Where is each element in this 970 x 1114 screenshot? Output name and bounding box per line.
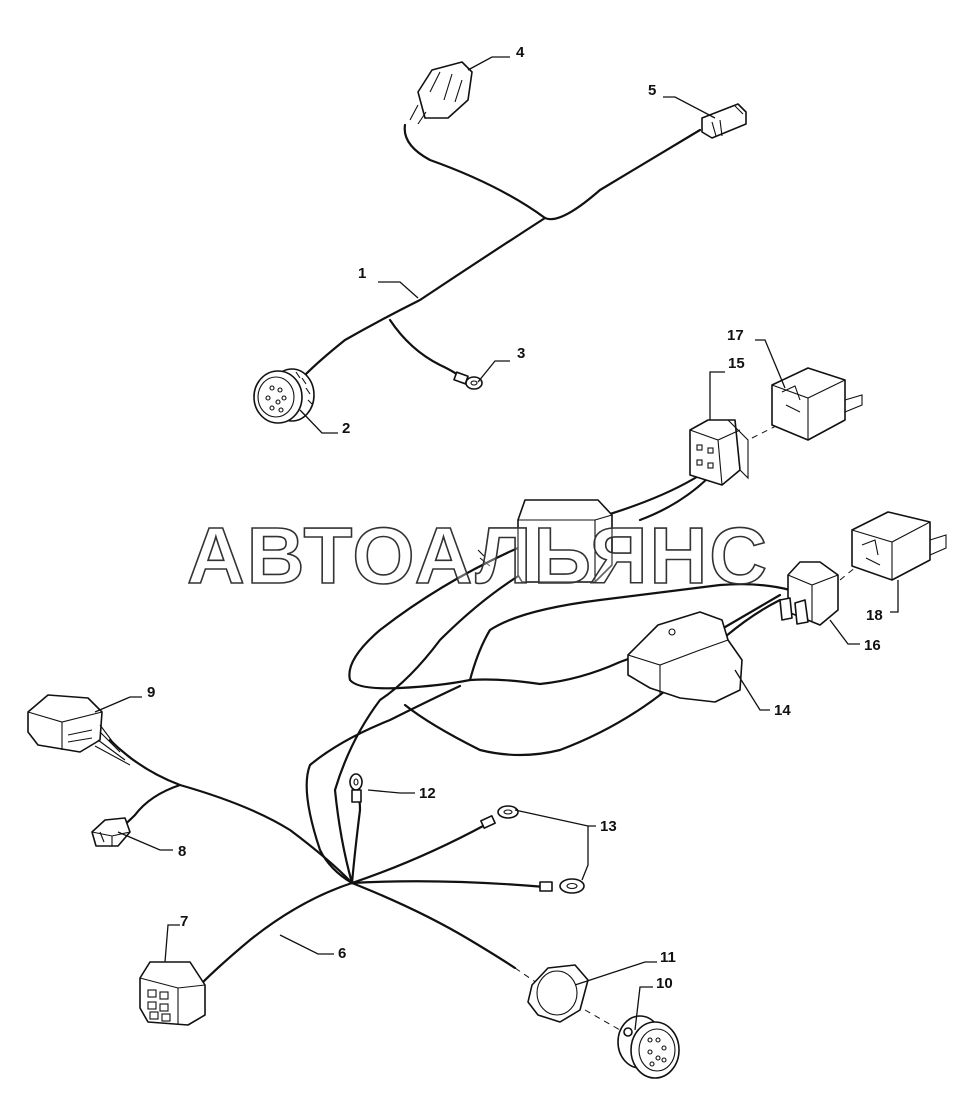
connector-15 xyxy=(689,419,749,486)
callout-8: 8 xyxy=(178,843,186,860)
connector-16 xyxy=(779,561,839,626)
round-connector-2 xyxy=(253,368,315,424)
module-14 xyxy=(627,611,743,703)
callout-2: 2 xyxy=(342,420,350,437)
relay-17 xyxy=(771,367,863,441)
watermark-text: АВТОАЛЬЯНС xyxy=(187,511,769,600)
ring-terminals-13 xyxy=(480,805,585,894)
callout-18: 18 xyxy=(866,607,883,624)
callout-7: 7 xyxy=(180,913,188,930)
leader-lines xyxy=(94,56,899,1031)
callout-14: 14 xyxy=(774,702,791,719)
relay-18 xyxy=(851,511,947,581)
round-connector-10 xyxy=(584,1009,680,1079)
callout-4: 4 xyxy=(516,44,525,61)
callout-12: 12 xyxy=(419,785,436,802)
callout-9: 9 xyxy=(147,684,155,701)
callout-13: 13 xyxy=(600,818,617,835)
connector-5 xyxy=(701,103,747,139)
nut-11 xyxy=(527,964,589,1023)
callout-10: 10 xyxy=(656,975,673,992)
callout-15: 15 xyxy=(728,355,745,372)
upper-harness-1 xyxy=(253,61,747,424)
callout-6: 6 xyxy=(338,945,346,962)
connector-8 xyxy=(91,817,131,847)
connector-7 xyxy=(139,961,206,1026)
callout-5: 5 xyxy=(648,82,656,99)
callout-17: 17 xyxy=(727,327,744,344)
axis-15-17 xyxy=(751,424,779,439)
connector-9 xyxy=(27,694,131,766)
callout-11: 11 xyxy=(660,949,676,966)
ring-terminal-3 xyxy=(453,371,483,390)
callout-1: 1 xyxy=(358,265,366,282)
callout-3: 3 xyxy=(517,345,525,362)
connector-4 xyxy=(409,61,473,125)
callout-16: 16 xyxy=(864,637,881,654)
ring-terminal-12 xyxy=(349,773,363,803)
relay-box xyxy=(477,499,613,583)
